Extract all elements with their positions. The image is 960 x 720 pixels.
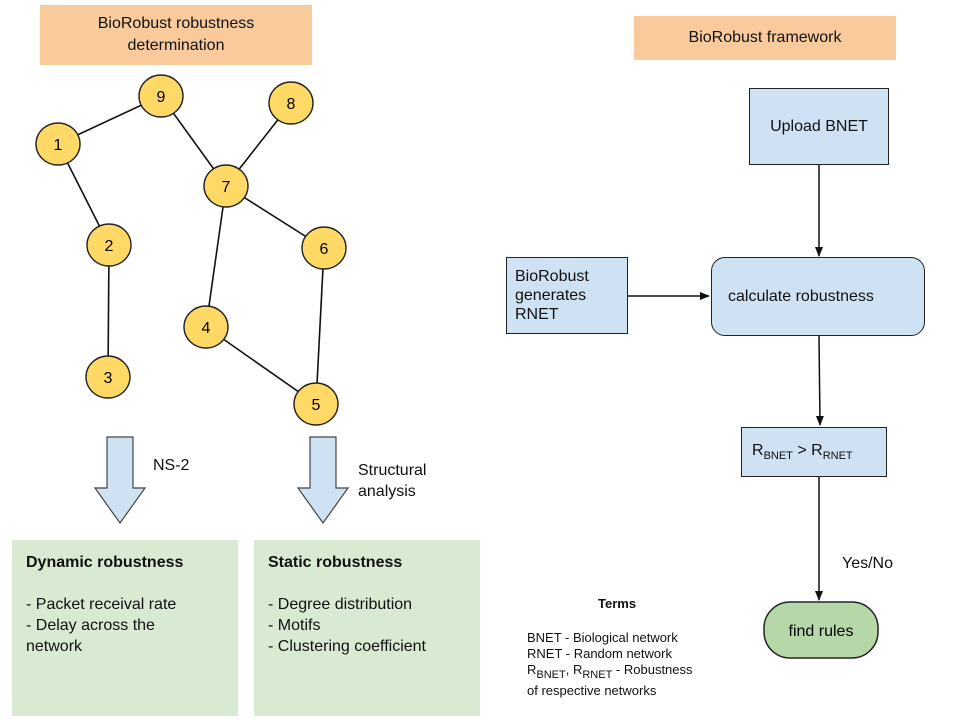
- ns2-block-arrow: [93, 436, 147, 525]
- generate-line1: BioRobust: [515, 268, 589, 285]
- graph-node-1: [35, 122, 81, 166]
- compare-r1: R: [752, 442, 764, 459]
- terms-rest: - Robustness: [612, 662, 693, 677]
- graph-node-label-4: 4: [202, 320, 211, 337]
- compare-operator: >: [792, 442, 812, 459]
- graph-node-2: [86, 223, 132, 267]
- terms-line2: RNET - Random network: [527, 646, 672, 661]
- ns2-label: NS-2: [153, 457, 190, 474]
- dynamic-item: - Packet receival rate: [26, 596, 177, 613]
- generate-line3: RNET: [515, 306, 559, 323]
- static-panel-title: Static robustness: [268, 554, 403, 571]
- upload-bnet-box: Upload BNET: [749, 88, 889, 165]
- compare-sub1: BNET: [763, 450, 793, 462]
- terms-legend: BNET - Biological network RNET - Random …: [527, 630, 747, 699]
- dynamic-robustness-panel: Dynamic robustness - Packet receival rat…: [12, 540, 238, 716]
- left-header-line1: BioRobust robustness: [97, 15, 255, 32]
- graph-node-8: [268, 81, 314, 125]
- terms-line4: of respective networks: [527, 683, 657, 698]
- upload-bnet-label: Upload BNET: [770, 117, 868, 135]
- graph-node-label-7: 7: [222, 179, 231, 196]
- structural-label-line2: analysis: [358, 483, 416, 500]
- graph-nodes: 1 2 3 4 5 6 7 8 9: [35, 74, 347, 426]
- graph-edge-6-5: [315, 247, 325, 405]
- terms-sub1: BNET: [536, 669, 566, 681]
- terms-title: Terms: [598, 596, 637, 611]
- generates-rnet-box: BioRobust generates RNET: [506, 257, 628, 334]
- graph-node-label-3: 3: [104, 370, 113, 387]
- compare-robustness-box: RBNET > RRNET: [741, 427, 887, 477]
- calculate-robustness-box: calculate robustness: [711, 257, 925, 336]
- graph-node-3: [85, 355, 131, 399]
- compare-sub2: RNET: [822, 450, 853, 462]
- graph-node-7: [203, 164, 249, 208]
- compare-r2: R: [811, 442, 823, 459]
- graph-node-9: [138, 74, 184, 118]
- graph-node-label-8: 8: [287, 96, 296, 113]
- dynamic-item: network: [26, 638, 83, 655]
- static-item: - Clustering coefficient: [268, 638, 426, 655]
- graph-edge-7-4: [205, 185, 227, 328]
- graph-node-label-6: 6: [320, 241, 329, 258]
- terms-r1: R: [527, 662, 537, 677]
- terms-line3: RBNET, RRNET - Robustness: [527, 662, 747, 683]
- right-header: BioRobust framework: [634, 16, 896, 60]
- find-rules-label: find rules: [789, 623, 854, 640]
- graph-edge-2-3: [107, 244, 110, 378]
- terms-line1: BNET - Biological network: [527, 630, 678, 645]
- static-item: - Motifs: [268, 617, 321, 634]
- graph-node-label-5: 5: [312, 397, 321, 414]
- decision-label: Yes/No: [842, 555, 893, 572]
- find-rules-terminal: [763, 601, 879, 659]
- structural-label: Structural analysis: [358, 460, 426, 502]
- calculate-to-compare-arrow: [815, 335, 824, 426]
- graph-node-6: [301, 226, 347, 270]
- terms-r2: R: [572, 662, 583, 677]
- dynamic-panel-title: Dynamic robustness: [26, 554, 184, 571]
- left-header-line2: determination: [127, 37, 225, 54]
- terms-sep: ,: [565, 662, 573, 677]
- static-item: - Degree distribution: [268, 596, 413, 613]
- structural-block-arrow: [296, 436, 350, 525]
- graph-node-5: [293, 382, 339, 426]
- graph-node-label-9: 9: [157, 89, 166, 106]
- compare-expression: RBNET > RRNET: [752, 442, 853, 462]
- generate-line2: generates: [515, 287, 587, 304]
- static-robustness-panel: Static robustness - Degree distribution …: [254, 540, 480, 716]
- left-header: BioRobust robustness determination: [40, 5, 312, 65]
- structural-label-line1: Structural: [358, 462, 427, 479]
- calculate-robustness-label: calculate robustness: [728, 287, 874, 305]
- terms-sub2: RNET: [582, 669, 613, 681]
- graph-node-label-2: 2: [105, 238, 114, 255]
- dynamic-item: - Delay across the: [26, 617, 155, 634]
- graph-node-4: [183, 305, 229, 349]
- graph-node-label-1: 1: [54, 137, 63, 154]
